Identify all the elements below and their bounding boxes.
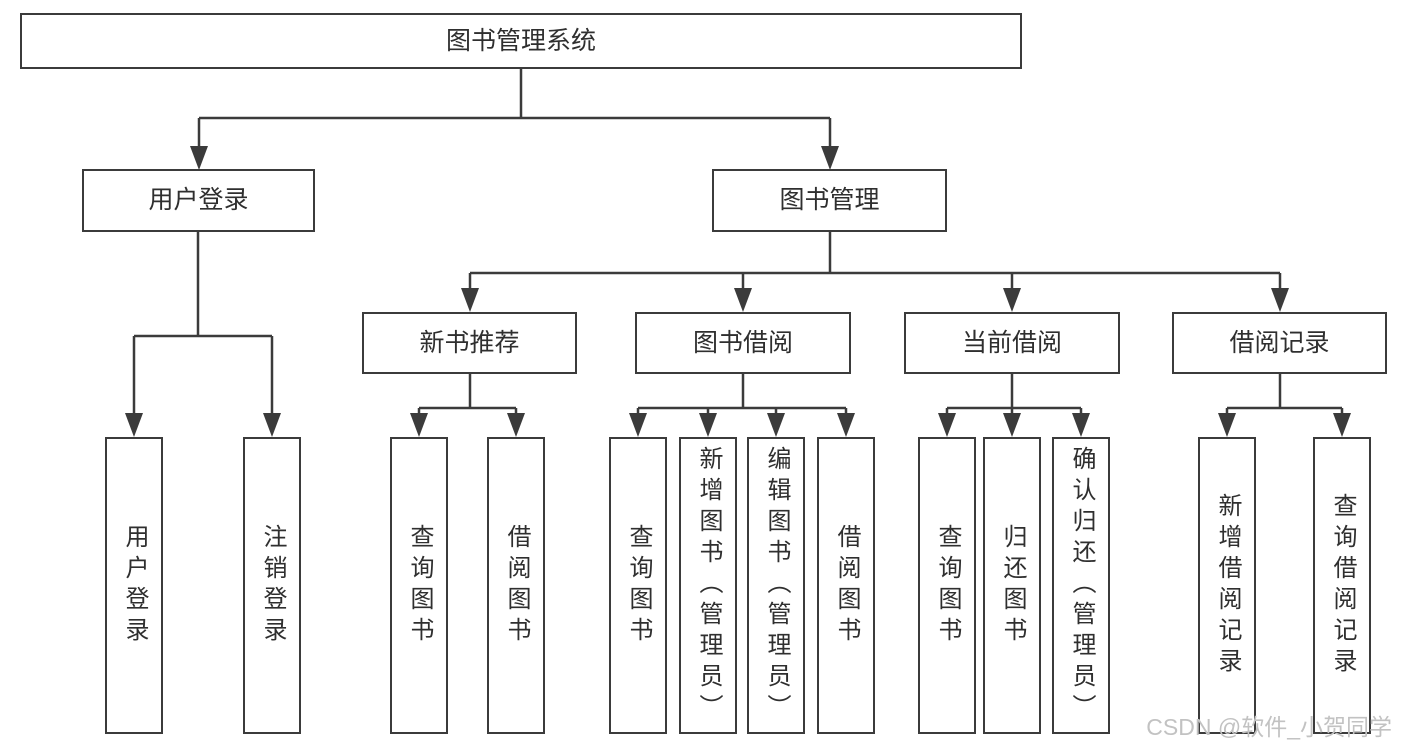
node-current-confirm-return-admin-label: 确认归还（管理员）: [1068, 446, 1095, 725]
node-current-return-books-label: 归还图书: [999, 523, 1026, 648]
node-library-system: 图书管理系统: [20, 13, 1022, 69]
node-borrow-edit-books-admin-label: 编辑图书（管理员）: [763, 446, 790, 725]
node-leaf-user-login: 用户登录: [105, 437, 163, 734]
node-book-management: 图书管理: [712, 169, 947, 232]
node-current-query-books: 查询图书: [918, 437, 976, 734]
csdn-watermark: CSDN @软件_小贺同学: [1146, 714, 1392, 740]
node-records-add-record-label: 新增借阅记录: [1214, 492, 1241, 679]
node-records-query-record: 查询借阅记录: [1313, 437, 1371, 734]
node-current-borrowing: 当前借阅: [904, 312, 1120, 374]
node-recommend-borrow-books-label: 借阅图书: [503, 523, 530, 648]
node-leaf-logout-label: 注销登录: [259, 523, 286, 648]
node-current-borrowing-label: 当前借阅: [961, 328, 1062, 357]
node-leaf-logout: 注销登录: [243, 437, 301, 734]
node-borrowing-records: 借阅记录: [1172, 312, 1387, 374]
node-borrow-query-books: 查询图书: [609, 437, 667, 734]
node-library-system-label: 图书管理系统: [445, 26, 596, 55]
node-borrow-borrow-books-label: 借阅图书: [833, 523, 860, 648]
node-current-query-books-label: 查询图书: [934, 523, 961, 648]
node-current-confirm-return-admin: 确认归还（管理员）: [1052, 437, 1110, 734]
node-new-book-recommendation: 新书推荐: [362, 312, 577, 374]
node-user-login-group-label: 用户登录: [148, 186, 249, 214]
node-book-management-label: 图书管理: [779, 186, 880, 214]
node-borrow-add-books-admin: 新增图书（管理员）: [679, 437, 737, 734]
node-records-add-record: 新增借阅记录: [1198, 437, 1256, 734]
node-borrow-add-books-admin-label: 新增图书（管理员）: [695, 446, 722, 725]
node-book-borrowing-label: 图书借阅: [692, 328, 793, 357]
node-borrow-edit-books-admin: 编辑图书（管理员）: [747, 437, 805, 734]
node-user-login-group: 用户登录: [82, 169, 315, 232]
node-recommend-query-books: 查询图书: [390, 437, 448, 734]
node-borrowing-records-label: 借阅记录: [1229, 328, 1330, 357]
node-new-book-recommendation-label: 新书推荐: [419, 328, 520, 357]
node-borrow-query-books-label: 查询图书: [625, 523, 652, 648]
node-records-query-record-label: 查询借阅记录: [1329, 492, 1356, 679]
node-recommend-query-books-label: 查询图书: [406, 523, 433, 648]
node-book-borrowing: 图书借阅: [635, 312, 851, 374]
node-current-return-books: 归还图书: [983, 437, 1041, 734]
node-leaf-user-login-label: 用户登录: [121, 523, 148, 648]
node-borrow-borrow-books: 借阅图书: [817, 437, 875, 734]
node-recommend-borrow-books: 借阅图书: [487, 437, 545, 734]
